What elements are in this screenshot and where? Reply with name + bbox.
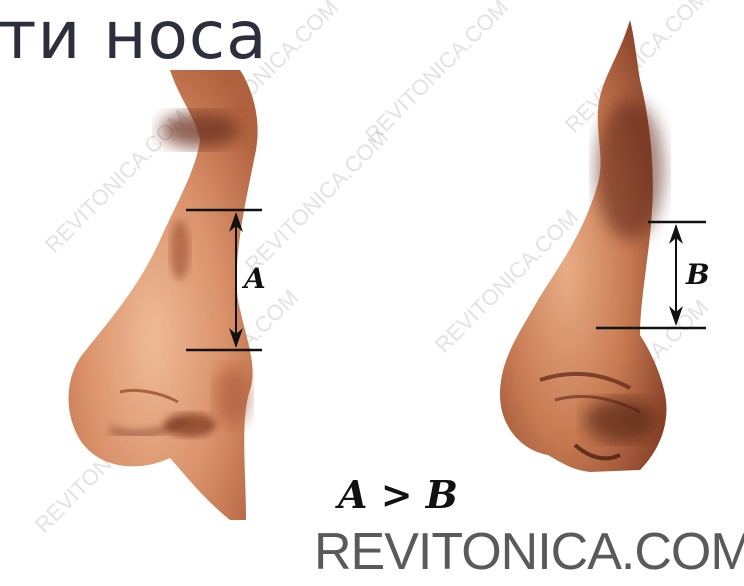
site-name: REVITONICA.COM bbox=[314, 522, 744, 582]
right-nose-illustration bbox=[500, 20, 667, 472]
relation-formula: A > B bbox=[338, 472, 458, 517]
label-a: A bbox=[244, 262, 266, 295]
left-nose-illustration bbox=[69, 70, 258, 520]
label-b: B bbox=[686, 258, 710, 291]
